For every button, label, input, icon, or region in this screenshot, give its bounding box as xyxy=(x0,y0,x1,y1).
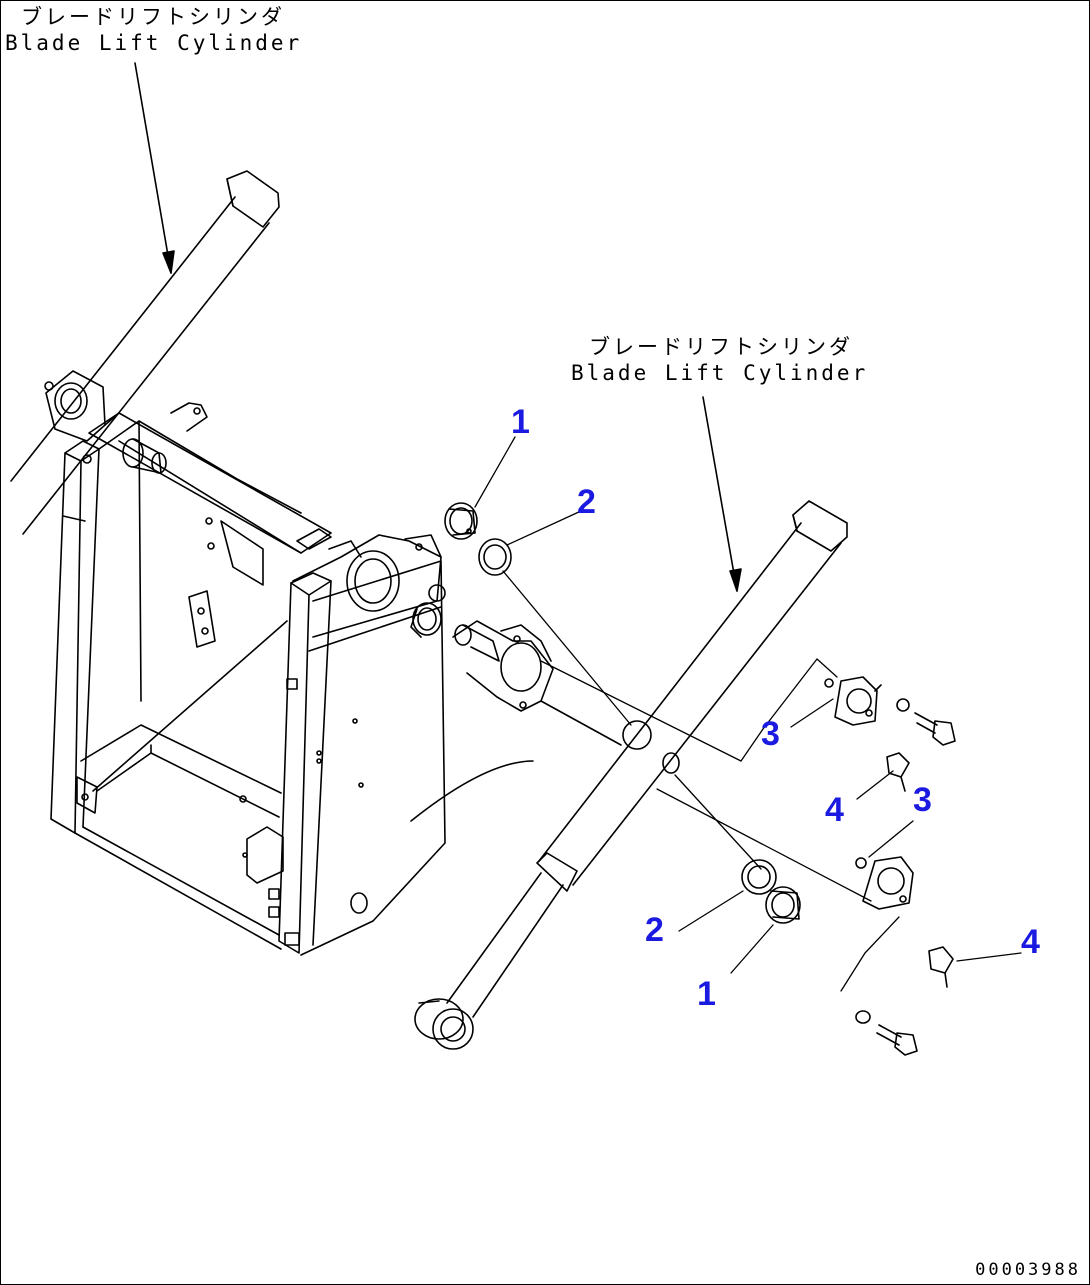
assembly-leader-lines xyxy=(475,437,1021,991)
right-label-japanese: ブレードリフトシリンダ xyxy=(589,335,853,359)
callout-4-lower: 4 xyxy=(1021,923,1040,961)
right-label-english: Blade Lift Cylinder xyxy=(571,361,869,385)
lower-bushing-and-seal xyxy=(742,860,800,923)
left-label-japanese: ブレードリフトシリンダ xyxy=(21,5,285,29)
callout-1-upper: 1 xyxy=(511,403,530,441)
left-label-english: Blade Lift Cylinder xyxy=(5,31,303,55)
callout-2-lower: 2 xyxy=(645,911,664,949)
cylinder-head-cap xyxy=(453,621,621,745)
upper-bushing-and-seal xyxy=(445,503,511,575)
blade-frame xyxy=(51,403,533,955)
left-label-leader xyxy=(135,63,174,273)
lower-cap-assembly xyxy=(856,857,953,1055)
callout-4-upper: 4 xyxy=(825,791,844,829)
upper-cap-assembly xyxy=(825,677,955,791)
document-number: 00003988 xyxy=(975,1260,1081,1280)
callout-2-upper: 2 xyxy=(577,483,596,521)
right-label-leader xyxy=(703,397,741,591)
callout-3-lower: 3 xyxy=(913,781,932,819)
callout-3-upper: 3 xyxy=(761,715,780,753)
callout-1-lower: 1 xyxy=(697,975,716,1013)
right-blade-lift-cylinder xyxy=(415,501,847,1049)
